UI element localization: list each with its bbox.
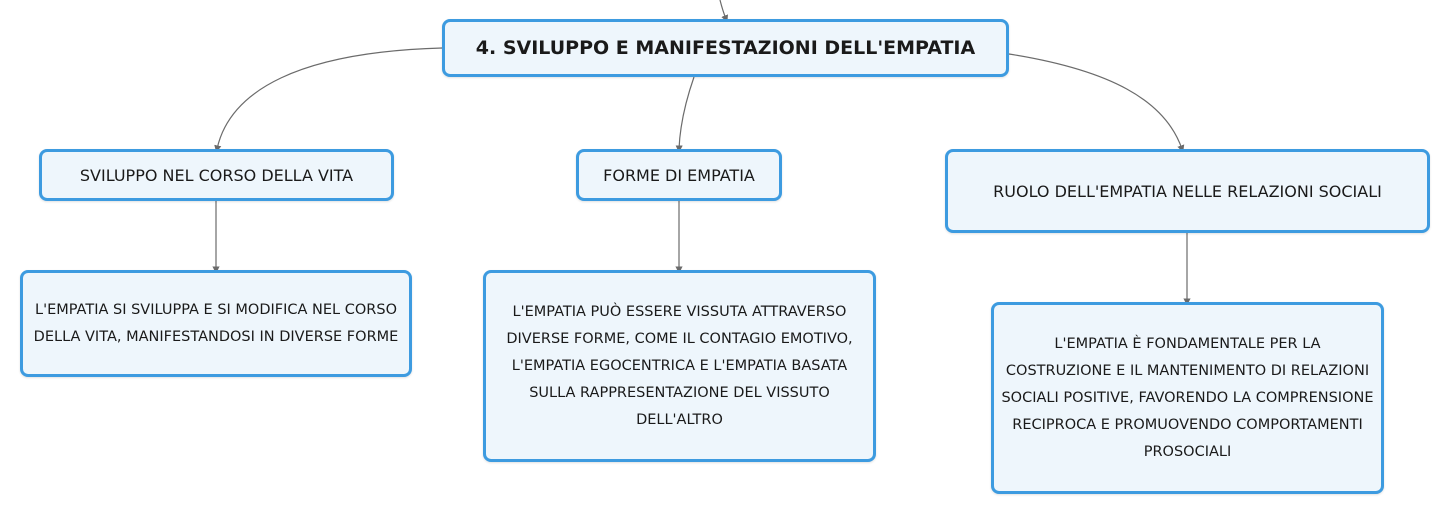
connector-root-to-branch-3 [1008,53,1185,153]
detail-topic-forme[interactable]: L'EMPATIA PUÒ ESSERE VISSUTA ATTRAVERSO … [483,270,876,462]
connector-root-to-branch-2 [675,76,695,153]
branch-topic-label: RUOLO DELL'EMPATIA NELLE RELAZIONI SOCIA… [993,181,1382,201]
detail-topic-ruolo[interactable]: L'EMPATIA È FONDAMENTALE PER LA COSTRUZI… [991,302,1384,494]
branch-topic-forme[interactable]: FORME DI EMPATIA [576,149,782,201]
detail-topic-text: L'EMPATIA PUÒ ESSERE VISSUTA ATTRAVERSO … [506,303,853,428]
detail-topic-text: L'EMPATIA È FONDAMENTALE PER LA COSTRUZI… [1001,335,1374,460]
branch-topic-label: SVILUPPO NEL CORSO DELLA VITA [79,165,354,185]
branch-topic-label: FORME DI EMPATIA [603,165,755,185]
branch-topic-sviluppo[interactable]: SVILUPPO NEL CORSO DELLA VITA [39,149,394,201]
root-topic[interactable]: 4. SVILUPPO E MANIFESTAZIONI DELL'EMPATI… [442,19,1009,77]
detail-topic-text: L'EMPATIA SI SVILUPPA E SI MODIFICA NEL … [33,301,399,345]
detail-topic-sviluppo[interactable]: L'EMPATIA SI SVILUPPA E SI MODIFICA NEL … [20,270,412,377]
branch-topic-ruolo[interactable]: RUOLO DELL'EMPATIA NELLE RELAZIONI SOCIA… [945,149,1430,233]
connector-parent-to-root [719,0,729,23]
root-topic-label: 4. SVILUPPO E MANIFESTAZIONI DELL'EMPATI… [475,37,976,59]
connector-root-to-branch-1 [214,47,443,153]
